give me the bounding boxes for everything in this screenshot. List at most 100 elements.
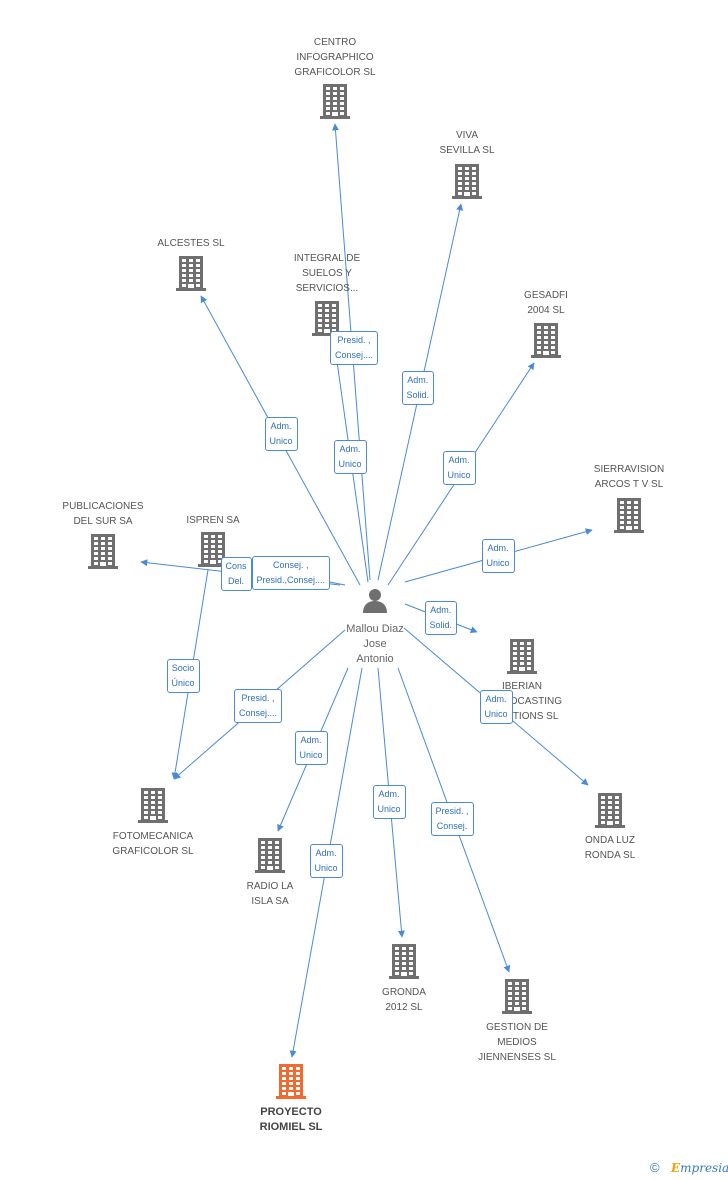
relation-badge-line: Adm. [378, 789, 400, 799]
company-label-line: SEVILLA SL [439, 145, 495, 156]
relation-badge-line: Consej. [436, 821, 468, 831]
relation-badge-iberian[interactable]: Adm.Solid. [424, 601, 458, 635]
relation-badge-gronda[interactable]: Adm. Unico [372, 785, 406, 819]
relation-badge-sierravision[interactable]: Adm. Unico [481, 539, 515, 573]
relation-badge-line: Unico [269, 436, 293, 446]
relation-badge-line: Presid. , [337, 335, 371, 345]
relation-badge-line: Consej. , [273, 560, 309, 570]
relation-badge-viva[interactable]: Adm. Solid. [401, 371, 435, 405]
company-label-line: GESADFI [524, 290, 568, 301]
relation-badge-line: Unico [299, 750, 323, 760]
company-label[interactable]: ISPREN SA [153, 513, 273, 528]
relation-badge-integral[interactable]: Adm. Unico [333, 440, 367, 474]
person-icon [363, 589, 387, 613]
relation-badge-line: Unico [484, 709, 508, 719]
company-label[interactable]: PROYECTO RIOMIEL SL [231, 1105, 351, 1135]
company-label[interactable]: VIVA SEVILLA SL [407, 128, 527, 158]
company-label-line: ONDA LUZ [584, 835, 635, 846]
company-label[interactable]: GRONDA 2012 SL [344, 985, 464, 1015]
relation-badge-line: Adm. [407, 375, 429, 385]
relation-badge-line: Presid. , [435, 806, 469, 816]
company-label-line: DEL SUR SA [73, 516, 133, 527]
relation-badge-line: Unico [377, 804, 401, 814]
company-label-line: GRONDA [382, 987, 426, 998]
building-icon [452, 164, 482, 199]
relation-badge-centro[interactable]: Presid. , Consej.... [330, 331, 379, 365]
relation-badge-line: Adm. [448, 455, 470, 465]
relation-badge-line: Adm. [300, 735, 322, 745]
copyright-symbol: © [650, 1160, 660, 1175]
company-label-line: GRAFICOLOR SL [112, 846, 194, 857]
company-label-line: 2012 SL [385, 1002, 423, 1013]
relation-badge-line: Consej.... [239, 708, 278, 718]
company-label-line: IBERIAN [501, 681, 542, 692]
building-icon [389, 944, 419, 979]
building-icon [312, 301, 342, 336]
relation-badge-line: Único [171, 678, 195, 688]
relation-badge-line: Adm. [487, 543, 509, 553]
relation-badge-line: Solid. [406, 390, 430, 400]
company-label-line: JIENNENSES SL [478, 1052, 556, 1063]
building-icon [138, 788, 168, 823]
company-label-line: VIVA [455, 130, 479, 141]
relation-badge-radio[interactable]: Adm. Unico [294, 731, 328, 765]
building-icon [276, 1064, 306, 1099]
relation-badge-line: Unico [486, 558, 510, 568]
relation-badge-line: Unico [338, 459, 362, 469]
company-label-line: ISLA SA [251, 896, 289, 907]
relation-badge-line: Cons [225, 561, 247, 571]
relation-badge-line: Consej.... [335, 350, 374, 360]
company-label-line: SIERRAVISION [593, 464, 665, 475]
company-label-line: ALCESTES SL [157, 238, 225, 249]
relation-badge-line: Adm. [485, 694, 507, 704]
company-label-line: INTEGRAL DE [293, 253, 361, 264]
relation-badge-fotomecanica[interactable]: Presid. , Consej.... [234, 689, 283, 723]
building-icon [176, 256, 206, 291]
building-icon [595, 793, 625, 828]
company-label-line: FOTOMECANICA [112, 831, 194, 842]
relation-badge-gesadfi[interactable]: Adm. Unico [442, 451, 476, 485]
building-icon [502, 979, 532, 1014]
company-label[interactable]: GESTION DE MEDIOS JIENNENSES SL [457, 1020, 577, 1065]
relation-badge-line: Unico [314, 863, 338, 873]
relation-badge-line: Adm. [270, 421, 292, 431]
relation-badge-ispren[interactable]: Consej. , Presid.,Consej.... [251, 556, 331, 590]
empresia-logo[interactable]: Empresia [671, 1161, 728, 1175]
building-icon [88, 534, 118, 569]
relation-badge-line: Unico [447, 470, 471, 480]
relation-badge-line: Adm. [339, 444, 361, 454]
company-label[interactable]: ALCESTES SL [131, 236, 251, 251]
company-label-line: RIOMIEL SL [259, 1121, 323, 1133]
relation-badge-line: Presid.,Consej.... [256, 575, 326, 585]
company-label-line: PROYECTO [260, 1106, 322, 1118]
building-icon [507, 639, 537, 674]
building-icon [320, 84, 350, 119]
company-label-line: MEDIOS [497, 1037, 537, 1048]
company-label-line: ARCOS T V SL [594, 479, 664, 490]
company-label[interactable]: FOTOMECANICA GRAFICOLOR SL [93, 829, 213, 859]
relation-badge-alcestes[interactable]: Adm. Unico [264, 417, 298, 451]
relation-badge-line: Presid. , [241, 693, 275, 703]
company-label[interactable]: SIERRAVISION ARCOS T V SL [569, 462, 689, 492]
relation-badge-line: Adm. [430, 605, 452, 615]
relation-badge-gestion[interactable]: Presid. , Consej. [430, 802, 474, 836]
relation-badge-line: Adm. [315, 848, 337, 858]
company-label-line: SUELOS Y [302, 268, 352, 279]
company-label-line: GESTION DE [486, 1022, 548, 1033]
relation-badge-onda[interactable]: Adm. Unico [479, 690, 513, 724]
company-label-line: ISPREN SA [186, 515, 240, 526]
person-label-line: Jose [363, 638, 387, 650]
building-icon [198, 532, 228, 567]
relation-badge-proyecto[interactable]: Adm. Unico [309, 844, 343, 878]
